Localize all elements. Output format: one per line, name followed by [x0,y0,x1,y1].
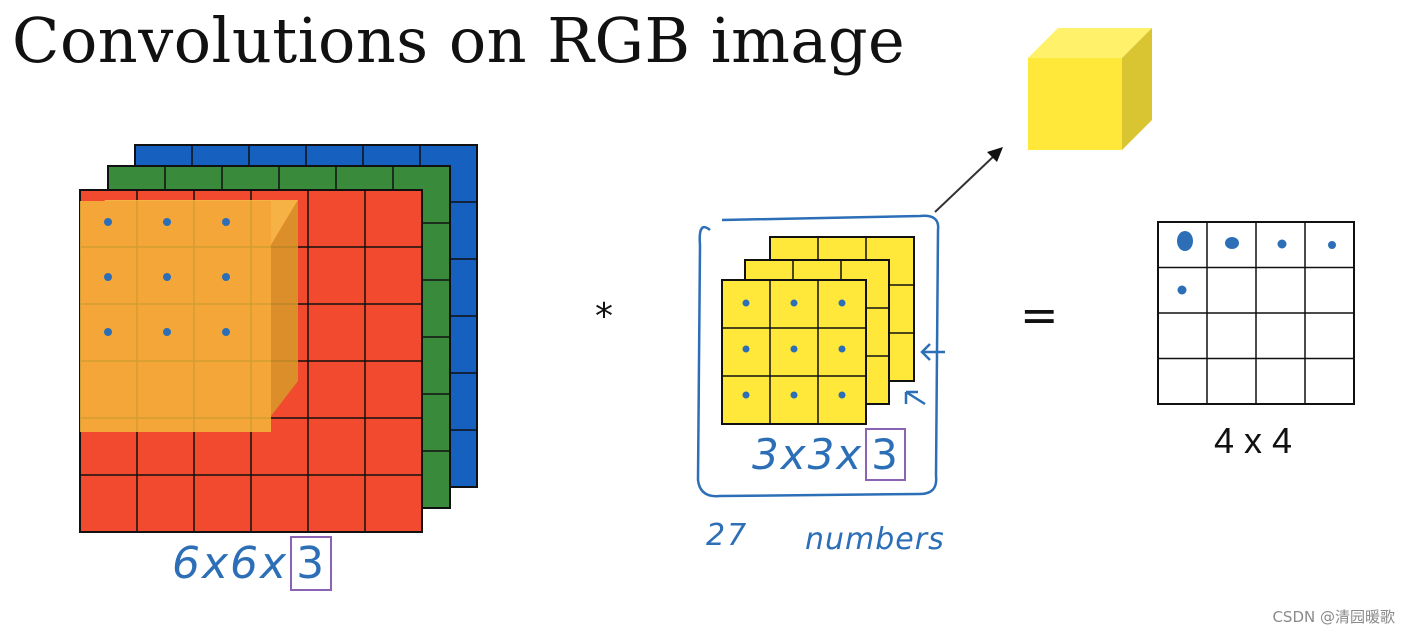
receptive-field-dot [163,328,171,336]
input-dims-prefix: 6x6x [172,538,289,589]
equals-operator: = [1020,288,1059,342]
receptive-field-cube [80,200,298,432]
receptive-field-dot [222,273,230,281]
watermark: CSDN @清园暖歌 [1272,608,1395,626]
output-cells [1157,221,1355,405]
filter-weight-dot [838,299,846,307]
filter-cube-icon [1028,28,1152,150]
output-dot [1177,285,1187,295]
receptive-field-dot [163,218,171,226]
output-dot [1277,239,1287,249]
receptive-field-side [271,200,298,416]
filter-dims-prefix: 3x3x [752,430,864,479]
filter-channels-boxed: 3 [865,428,906,481]
filter-weight-dot [790,391,798,399]
cube-side [1122,28,1152,150]
filter-weight-dot [742,391,750,399]
receptive-field-dot [222,218,230,226]
filter-weight-dot [742,345,750,353]
filter-weight-dot [742,299,750,307]
output-dot [1328,241,1336,249]
arrow-left-icon [920,343,945,361]
filter-weight-dot [838,391,846,399]
output-dot [1177,231,1193,251]
input-volume [79,144,478,533]
page-title: Convolutions on RGB image [12,4,906,77]
filter-weight-dot [790,299,798,307]
output-dimensions-label: 4 x 4 [1214,420,1293,461]
receptive-field-dot [104,218,112,226]
filter-volume [721,236,915,425]
arrow-up-left-icon [904,390,926,406]
receptive-field-dot [104,273,112,281]
filter-bracket [696,214,940,498]
output-grid [1157,221,1355,405]
output-dots [1177,231,1336,295]
cube-front [1028,58,1122,150]
filter-weight-dot [790,345,798,353]
receptive-field-dots [104,218,230,336]
parameter-count-annotation: 27 [706,518,749,553]
receptive-field-dot [222,328,230,336]
receptive-field-front [80,201,271,432]
input-channels-boxed: 3 [290,536,333,591]
cube-top [1028,28,1152,58]
output-dot [1225,237,1239,249]
parameter-unit-annotation: numbers [805,522,945,557]
filter-weight-dots [742,299,846,399]
receptive-field-dot [104,328,112,336]
convolution-operator: * [595,296,613,337]
receptive-field-dot [163,273,171,281]
arrow-up-right-icon [987,147,1003,162]
cube-arrow-line [934,154,996,213]
annotations [696,147,1003,498]
filter-weight-dot [838,345,846,353]
